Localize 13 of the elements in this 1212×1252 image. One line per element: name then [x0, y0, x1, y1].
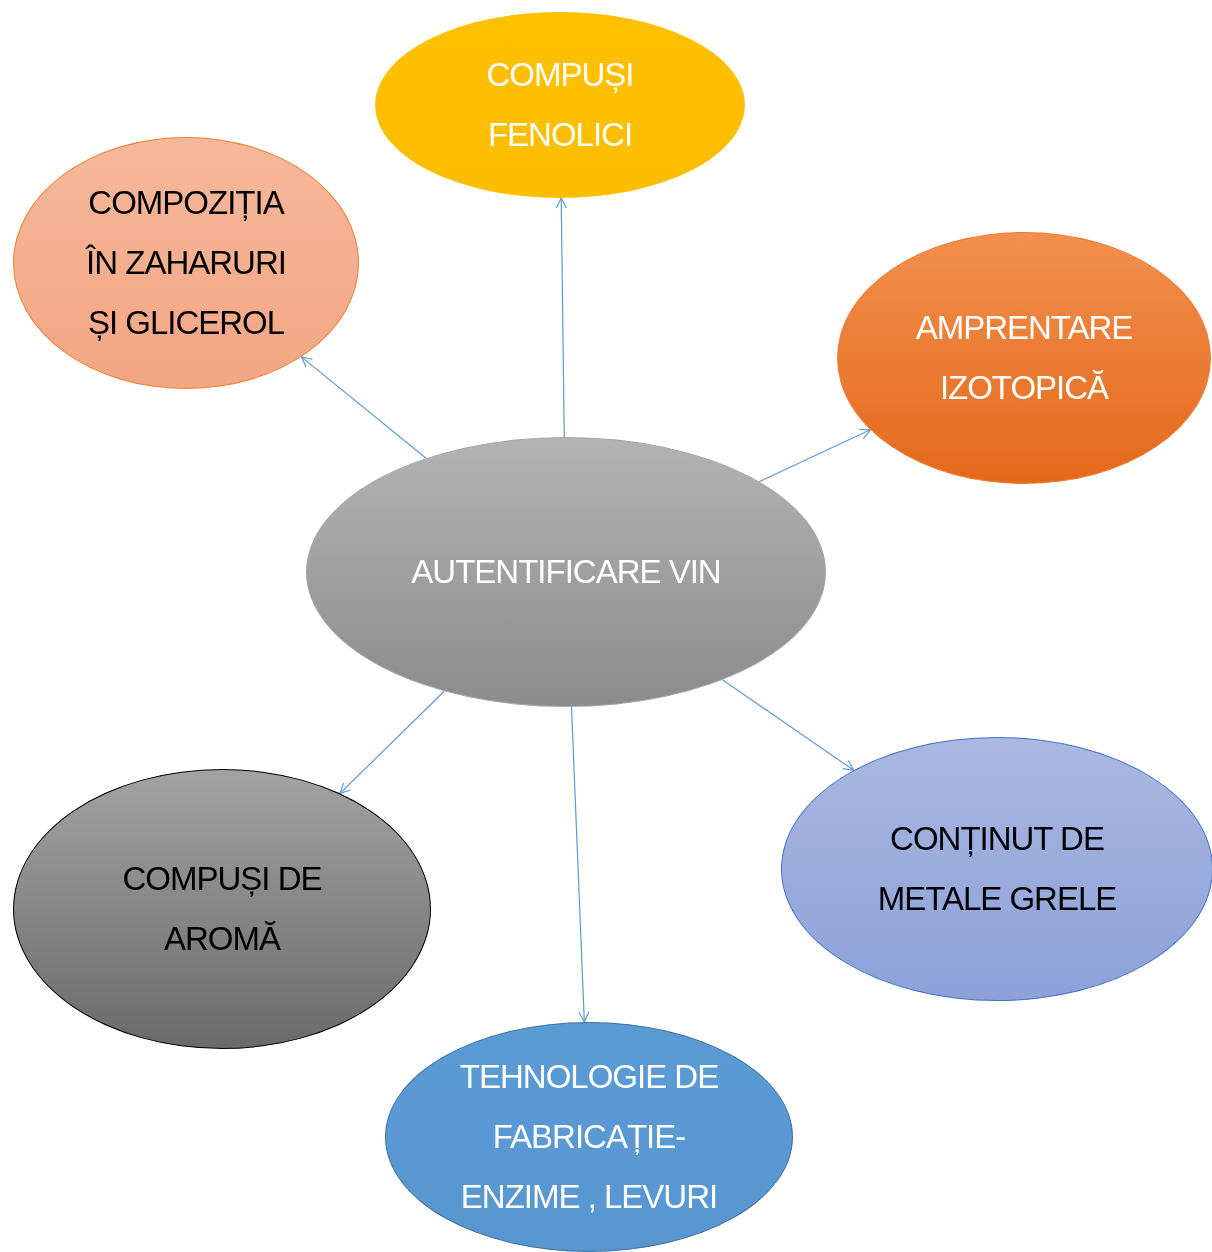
node-label: COMPUȘI FENOLICI [485, 55, 635, 155]
node-label: CONȚINUT DE METALE GRELE [876, 819, 1118, 919]
node-label: COMPOZIȚIA ÎN ZAHARURI ȘI GLICEROL [84, 183, 287, 343]
node-label: AMPRENTARE IZOTOPICĂ [914, 308, 1134, 408]
node-label: AUTENTIFICARE VIN [411, 552, 721, 592]
node-label: TEHNOLOGIE DE FABRICAȚIE- ENZIME , LEVURI [458, 1057, 720, 1217]
arrow [758, 428, 871, 483]
node-label: COMPUȘI DE AROMĂ [121, 859, 323, 959]
arrow [721, 679, 855, 771]
arrow [300, 356, 427, 459]
arrow [570, 706, 590, 1023]
arrow [339, 690, 445, 795]
arrow [555, 197, 567, 438]
